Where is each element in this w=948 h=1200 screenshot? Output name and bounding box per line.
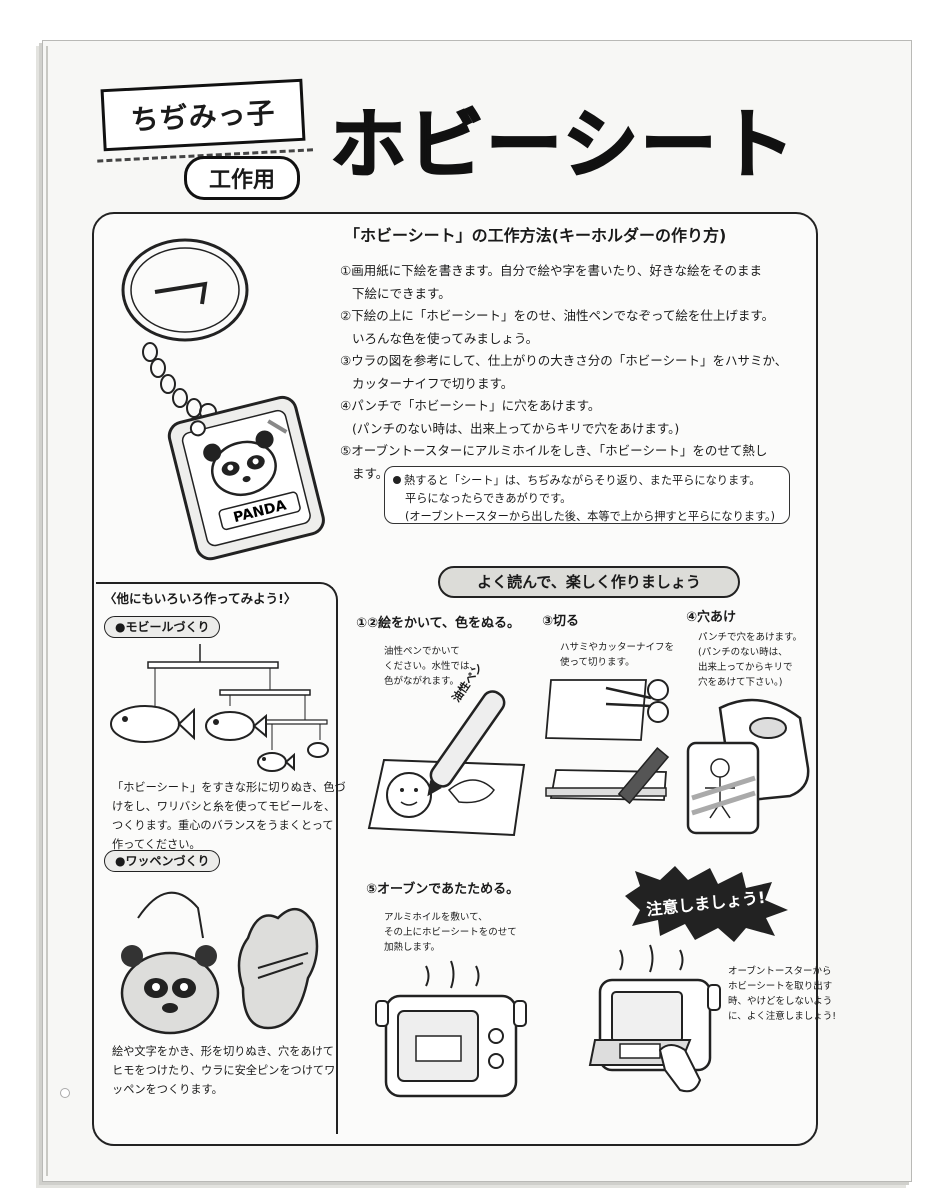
text-line: 色がながれます。 xyxy=(384,676,460,687)
text-line: オーブントースターから xyxy=(728,966,832,977)
patch-tag: ●ワッペンづくり xyxy=(104,850,221,872)
text-line: ください。水性では、 xyxy=(384,661,480,672)
keychain-illustration: PANDA xyxy=(121,238,325,561)
text-line: 穴をあけて下さい。) xyxy=(698,677,783,688)
brand-name: ちぢみっ子 xyxy=(129,96,277,137)
step-line: カッターナイフで切ります。 xyxy=(352,375,514,391)
caution-burst xyxy=(625,866,788,942)
note-line: (オーブントースターから出した後、本等で上から押すと平らになります。) xyxy=(405,510,775,523)
guide-banner: よく読んで、楽しく作りましょう xyxy=(438,566,740,598)
mobile-tag: ●モビールづくり xyxy=(104,616,221,638)
text-line: ヒモをつけたり、ウラに安全ピンをつけてワ xyxy=(112,1064,336,1077)
text-line: アルミホイルを敷いて、 xyxy=(384,912,488,923)
product-title: ホビーシート xyxy=(329,99,797,190)
use-tag: 工作用 xyxy=(184,156,300,200)
step-heat-label: ⑤オーブンであたためる。 xyxy=(366,882,520,897)
instructions-title: 「ホビーシート」の工作方法(キーホルダーの作り方) xyxy=(344,226,727,245)
step-line: ②下絵の上に「ホビーシート」をのせ、油性ペンでなぞって絵を仕上げます。 xyxy=(340,308,775,323)
patch-illustration xyxy=(120,891,319,1035)
mobile-illustration xyxy=(110,644,329,772)
toaster-illustration xyxy=(375,960,527,1098)
text-line: に、よく注意しましょう! xyxy=(728,1011,837,1022)
text-line: 使って切ります。 xyxy=(560,657,635,668)
step-line: いろんな色を使ってみましょう。 xyxy=(352,330,539,346)
punch-illustration xyxy=(686,698,810,835)
text-line: 絵や文字をかき、形を切りぬき、穴をあけて xyxy=(112,1045,334,1058)
sheet-edge xyxy=(46,46,48,1176)
step-punch-label: ④穴あけ xyxy=(686,610,737,625)
instruction-steps: ①画用紙に下絵を書きます。自分で絵や字を書いたり、好きな絵をそのまま 下絵にでき… xyxy=(340,260,790,485)
text-line: ハサミやカッターナイフを xyxy=(560,642,675,653)
step-line: ます。 xyxy=(352,465,389,481)
step-punch-text: パンチで穴をあけます。 (パンチのない時は、 出来上ってからキリで 穴をあけて下… xyxy=(698,630,802,690)
text-line: 出来上ってからキリで xyxy=(698,662,793,673)
caution-text: オーブントースターから ホビーシートを取り出す 時、やけどをしないよう に、よく… xyxy=(728,964,836,1024)
text-line: ッペンをつくります。 xyxy=(112,1083,223,1096)
bullet-icon xyxy=(393,476,401,484)
step-heat-text: アルミホイルを敷いて、 その上にホビーシートをのせて 加熱します。 xyxy=(384,910,517,955)
text-line: (パンチのない時は、 xyxy=(698,647,788,658)
toaster-tray-illustration xyxy=(588,944,721,1093)
text-line: けをし、ワリバシと糸を使ってモビールを、 xyxy=(112,800,336,813)
step-line: ⑤オーブントースターにアルミホイルをしき、「ホビーシート」をのせて熱し xyxy=(340,443,768,458)
step-cut-label: ③切る xyxy=(542,614,580,629)
text-line: その上にホビーシートをのせて xyxy=(384,927,517,938)
text-line: 油性ペンでかいて xyxy=(384,646,460,657)
text-line: 加熱します。 xyxy=(384,942,441,953)
step-draw-label: ①②絵をかいて、色をぬる。 xyxy=(356,616,520,631)
text-line: つくります。重心のバランスをうまくとって xyxy=(112,819,334,832)
step-line: (パンチのない時は、出来上ってからキリで穴をあけます。) xyxy=(352,420,680,436)
patch-description: 絵や文字をかき、形を切りぬき、穴をあけて ヒモをつけたり、ウラに安全ピンをつけて… xyxy=(112,1042,335,1099)
text-line: 時、やけどをしないよう xyxy=(728,996,833,1007)
text-line: ホビーシートを取り出す xyxy=(728,981,833,992)
step-draw-text: 油性ペンでかいて ください。水性では、 色がながれます。 xyxy=(384,644,479,689)
text-line: 「ホビーシート」をすきな形に切りぬき、色づ xyxy=(112,781,346,794)
other-ideas-heading: 〈他にもいろいろ作ってみよう!〉 xyxy=(104,591,297,606)
other-ideas-panel xyxy=(96,582,338,1134)
note-line: 平らになったらできあがりです。 xyxy=(405,492,572,505)
punch-hole xyxy=(60,1088,70,1098)
step-line: 下絵にできます。 xyxy=(352,285,451,301)
step-line: ①画用紙に下絵を書きます。自分で絵や字を書いたり、好きな絵をそのまま xyxy=(340,263,762,278)
step-line: ③ウラの図を参考にして、仕上がりの大きさ分の「ホビーシート」をハサミか、 xyxy=(340,353,788,368)
text-line: パンチで穴をあけます。 xyxy=(698,632,803,643)
heat-note: 熱すると「シート」は、ちぢみながらそり返り、また平らになります。 平らになったら… xyxy=(384,466,790,524)
drawing-illustration xyxy=(367,690,526,837)
note-line: 熱すると「シート」は、ちぢみながらそり返り、また平らになります。 xyxy=(404,474,761,487)
cutting-illustration xyxy=(545,679,670,805)
mobile-description: 「ホビーシート」をすきな形に切りぬき、色づ けをし、ワリバシと糸を使ってモビール… xyxy=(112,778,346,854)
step-line: ④パンチで「ホビーシート」に穴をあけます。 xyxy=(340,398,601,413)
brand-badge: ちぢみっ子 xyxy=(100,78,306,152)
text-line: 作ってください。 xyxy=(112,838,201,851)
step-cut-text: ハサミやカッターナイフを 使って切ります。 xyxy=(560,640,674,670)
